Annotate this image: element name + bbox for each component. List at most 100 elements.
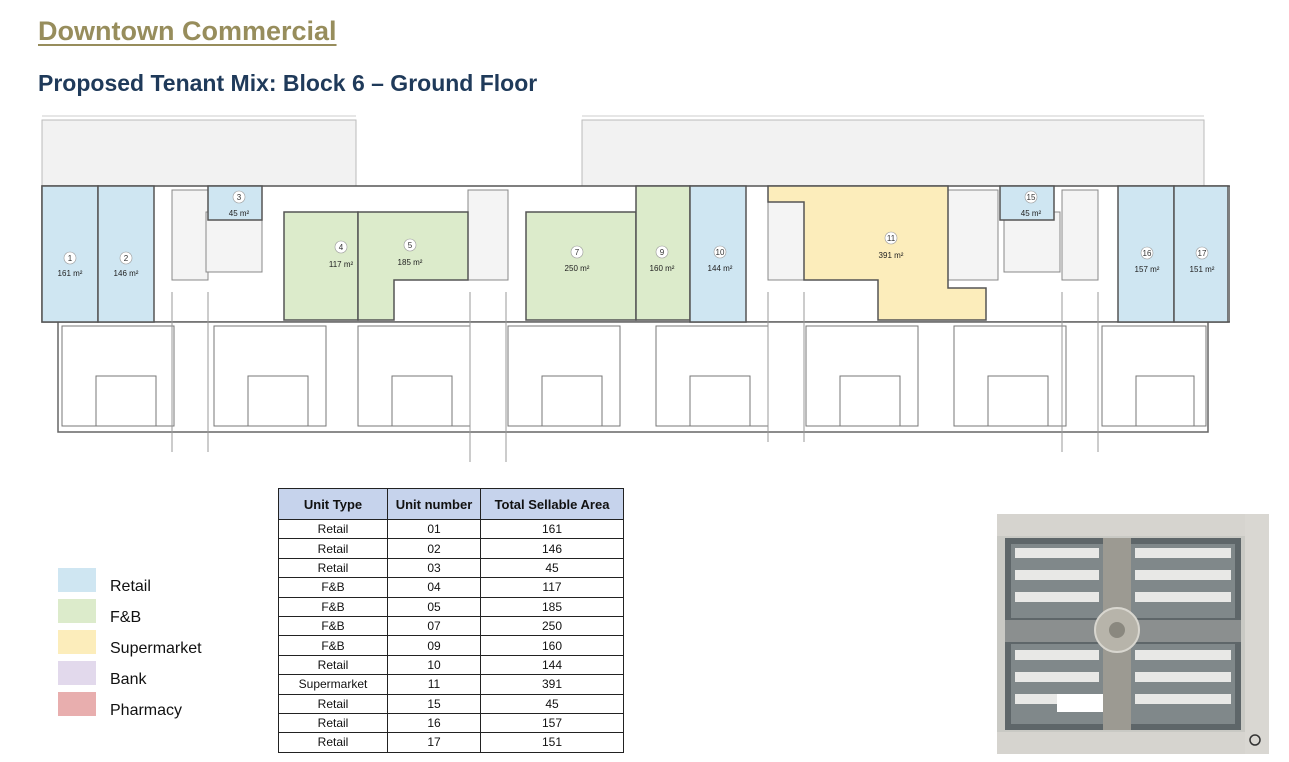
unit-7-number: 7: [575, 248, 580, 257]
legend-item-retail: Retail: [58, 568, 258, 596]
unit-17-area: 151 m²: [1190, 265, 1215, 274]
cell-unit-type: Retail: [278, 557, 388, 579]
page-subtitle: Proposed Tenant Mix: Block 6 – Ground Fl…: [38, 70, 538, 96]
cell-unit-type: Retail: [278, 654, 388, 676]
cell-total-area: 160: [480, 635, 624, 656]
cell-total-area: 250: [480, 615, 624, 637]
unit-3-block: [207, 185, 263, 221]
unit-11-block: [767, 185, 987, 321]
legend-item-bank: Bank: [58, 661, 258, 689]
cell-unit-type: F&B: [278, 577, 388, 598]
cell-unit-type: F&B: [278, 615, 388, 637]
cell-unit-number: 15: [387, 693, 481, 714]
cell-unit-number: 01: [387, 518, 481, 540]
floor-plan: 1 161 m² 2 146 m² 3 45 m² 4 117 m² 5 185…: [41, 115, 1230, 462]
header-unit-type: Unit Type: [278, 488, 388, 520]
legend-label-fnb: F&B: [110, 609, 142, 626]
cell-total-area: 45: [480, 693, 624, 714]
unit-15-block: [999, 185, 1055, 221]
cell-unit-type: F&B: [278, 596, 388, 617]
cell-unit-number: 02: [387, 538, 481, 559]
unit-9-area: 160 m²: [650, 264, 675, 273]
unit-4-number: 4: [339, 243, 344, 252]
tenant-mix-table: Unit Type Unit number Total Sellable Are…: [278, 488, 624, 753]
unit-16-area: 157 m²: [1135, 265, 1160, 274]
cell-unit-number: 04: [387, 577, 481, 598]
cell-unit-number: 07: [387, 615, 481, 637]
legend-swatch-fnb: [58, 599, 96, 623]
cell-unit-type: F&B: [278, 635, 388, 656]
cell-unit-number: 10: [387, 654, 481, 676]
cell-unit-number: 11: [387, 674, 481, 695]
legend-swatch-pharmacy: [58, 692, 96, 716]
unit-15-area: 45 m²: [1021, 209, 1042, 218]
unit-7-area: 250 m²: [565, 264, 590, 273]
cell-total-area: 144: [480, 654, 624, 676]
cell-total-area: 157: [480, 712, 624, 734]
cell-unit-number: 16: [387, 712, 481, 734]
unit-3-number: 3: [237, 193, 242, 202]
unit-2-number: 2: [124, 254, 129, 263]
cell-unit-number: 09: [387, 635, 481, 656]
unit-10-number: 10: [716, 248, 725, 257]
unit-15-number: 15: [1027, 193, 1036, 202]
unit-9-number: 9: [660, 248, 665, 257]
cell-unit-number: 03: [387, 557, 481, 579]
cell-unit-type: Retail: [278, 518, 388, 540]
legend-item-supermarket: Supermarket: [58, 630, 258, 658]
unit-16-number: 16: [1143, 249, 1152, 258]
unit-5-area: 185 m²: [398, 258, 423, 267]
table-header-row: Unit Type Unit number Total Sellable Are…: [278, 488, 624, 520]
unit-11-area: 391 m²: [879, 251, 904, 260]
cell-total-area: 117: [480, 577, 624, 598]
cell-unit-type: Retail: [278, 693, 388, 714]
legend-label-pharmacy: Pharmacy: [110, 702, 183, 719]
unit-10-area: 144 m²: [708, 264, 733, 273]
legend-swatch-bank: [58, 661, 96, 685]
legend-swatch-supermarket: [58, 630, 96, 654]
unit-labels: 1 161 m² 2 146 m² 3 45 m² 4 117 m² 5 185…: [58, 190, 1215, 278]
cell-total-area: 146: [480, 538, 624, 559]
cell-unit-type: Retail: [278, 538, 388, 559]
site-map-image: [997, 514, 1269, 754]
cell-unit-type: Supermarket: [278, 674, 388, 695]
unit-1-area: 161 m²: [58, 269, 83, 278]
legend-item-fnb: F&B: [58, 599, 258, 627]
legend-label-supermarket: Supermarket: [110, 640, 202, 657]
legend-item-pharmacy: Pharmacy: [58, 692, 258, 720]
cell-total-area: 45: [480, 557, 624, 579]
cell-total-area: 151: [480, 732, 624, 753]
header-unit-number: Unit number: [387, 488, 481, 520]
cell-total-area: 185: [480, 596, 624, 617]
cell-unit-number: 05: [387, 596, 481, 617]
unit-5-number: 5: [408, 241, 413, 250]
unit-7-block: [525, 211, 637, 321]
cell-unit-type: Retail: [278, 712, 388, 734]
legend-label-bank: Bank: [110, 671, 147, 688]
header-total-area: Total Sellable Area: [480, 488, 624, 520]
cell-total-area: 391: [480, 674, 624, 695]
unit-2-area: 146 m²: [114, 269, 139, 278]
cell-unit-number: 17: [387, 732, 481, 753]
page-title: Downtown Commercial: [38, 16, 337, 46]
unit-4-block: [283, 211, 359, 321]
unit-1-number: 1: [68, 254, 73, 263]
unit-17-number: 17: [1198, 249, 1207, 258]
legend-label-retail: Retail: [110, 578, 151, 595]
unit-4-area: 117 m²: [329, 260, 354, 269]
unit-3-area: 45 m²: [229, 209, 250, 218]
legend-swatch-retail: [58, 568, 96, 592]
unit-11-number: 11: [887, 234, 896, 243]
cell-unit-type: Retail: [278, 732, 388, 753]
